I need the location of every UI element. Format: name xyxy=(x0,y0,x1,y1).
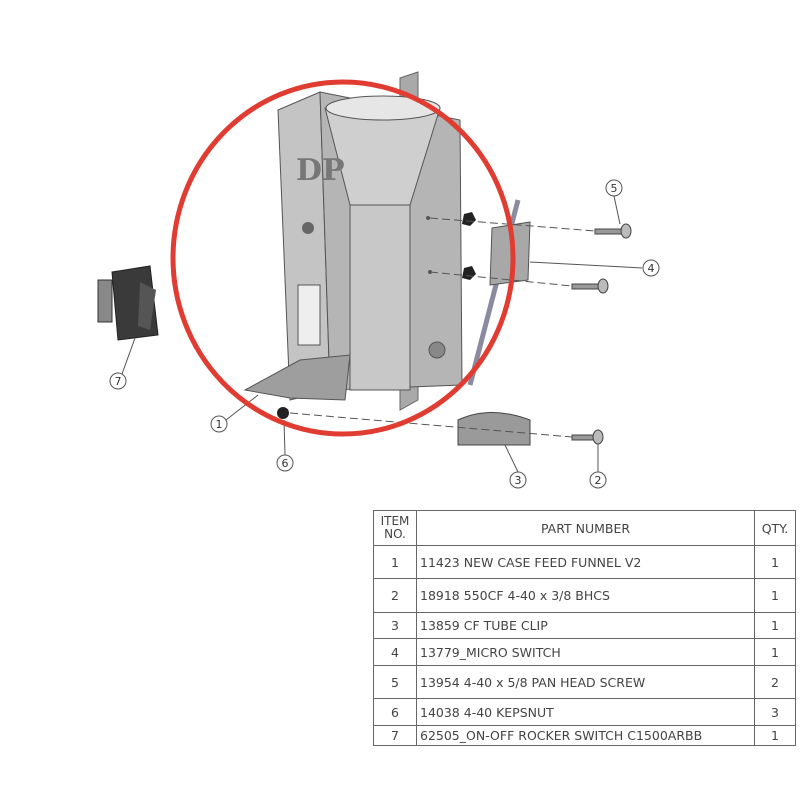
highlight-circle xyxy=(170,79,516,437)
tube-clip xyxy=(457,412,531,446)
dp-logo: DP xyxy=(296,153,345,188)
rocker-switch xyxy=(97,265,159,341)
svg-text:7: 7 xyxy=(115,375,122,388)
balloon-5: 5 xyxy=(605,179,623,197)
kepsnut-1 xyxy=(462,212,476,226)
funnel-foot xyxy=(243,354,351,401)
pan-head-screw-2 xyxy=(571,278,609,294)
balloon-7: 7 xyxy=(109,372,127,390)
bhcs-screw xyxy=(571,429,604,445)
svg-text:1: 1 xyxy=(216,418,223,431)
funnel-tube xyxy=(349,204,411,391)
kepsnut-2 xyxy=(462,266,476,280)
svg-text:6: 6 xyxy=(282,457,289,470)
header-part-number: PART NUMBER xyxy=(416,510,755,546)
svg-text:3: 3 xyxy=(515,474,522,487)
svg-text:4: 4 xyxy=(648,262,655,275)
balloon-4: 4 xyxy=(642,259,660,277)
header-qty: QTY. xyxy=(754,510,796,546)
kepsnut-3 xyxy=(277,407,289,419)
balloon-1: 1 xyxy=(210,415,228,433)
pan-head-screw-1 xyxy=(594,223,632,239)
balloon-2: 2 xyxy=(589,471,607,489)
balloon-6: 6 xyxy=(276,454,294,472)
micro-switch xyxy=(489,221,531,286)
svg-text:2: 2 xyxy=(595,474,602,487)
balloon-3: 3 xyxy=(509,471,527,489)
svg-text:5: 5 xyxy=(611,182,618,195)
